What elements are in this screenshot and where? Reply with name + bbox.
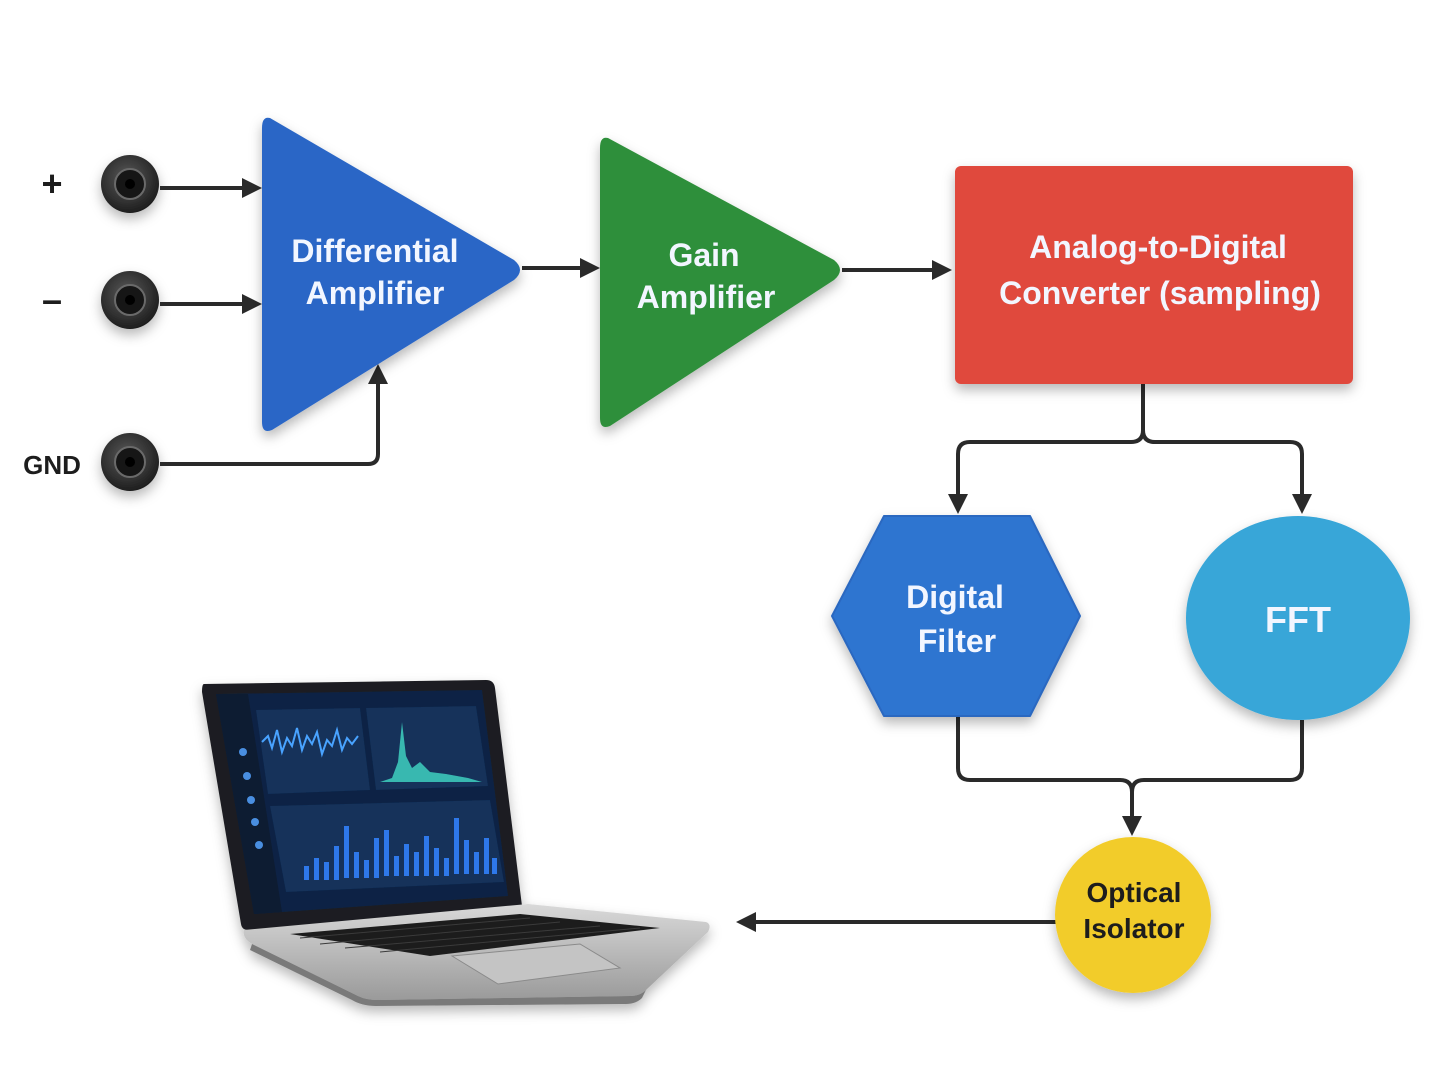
- gain-amplifier-triangle: [600, 137, 840, 427]
- wire-adc-to-fft: [1141, 429, 1312, 514]
- wire-adc-to-filter: [948, 384, 1145, 514]
- optical-isolator-label-line1: Optical: [1087, 877, 1182, 908]
- fft-ellipse: [1186, 516, 1410, 720]
- dashboard-nav-dot-icon: [239, 748, 247, 756]
- wire-fft-to-isolator: [1130, 720, 1304, 793]
- differential-amplifier-label-line1: Differential: [291, 233, 458, 269]
- adc-label-line2: Converter (sampling): [999, 275, 1321, 311]
- ground-jack-icon: [101, 433, 159, 491]
- laptop-icon: [202, 680, 710, 1006]
- dashboard-nav-dot-icon: [247, 796, 255, 804]
- optical-isolator-label-line2: Isolator: [1083, 913, 1184, 944]
- dashboard-spectrum-area: [380, 722, 482, 782]
- dashboard-nav-dot-icon: [255, 841, 263, 849]
- digital-filter-label-line2: Filter: [918, 623, 996, 659]
- gain-amplifier-label-line2: Amplifier: [637, 279, 776, 315]
- dashboard-nav-dot-icon: [251, 818, 259, 826]
- adc-label-line1: Analog-to-Digital: [1029, 229, 1287, 265]
- fft-label: FFT: [1265, 599, 1331, 640]
- ground-input-label: GND: [23, 450, 81, 480]
- dashboard-panel-waveform: [256, 708, 370, 794]
- differential-amplifier-block: Differential Amplifier: [262, 117, 520, 431]
- minus-jack-icon: [101, 271, 159, 329]
- laptop-base-edge: [250, 944, 646, 1006]
- gain-amplifier-label-line1: Gain: [668, 237, 739, 273]
- wire-filter-to-isolator: [956, 716, 1142, 836]
- adc-rectangle: [955, 166, 1353, 384]
- laptop-screen-sidebar: [216, 694, 282, 914]
- plus-input-label: +: [41, 163, 62, 204]
- minus-input-label: –: [42, 279, 62, 320]
- optical-isolator-block: Optical Isolator: [1055, 837, 1211, 993]
- laptop-trackpad: [450, 943, 622, 985]
- laptop-keyboard-keys: [299, 917, 641, 953]
- laptop-keyboard: [290, 914, 660, 956]
- adc-block: Analog-to-Digital Converter (sampling): [955, 166, 1353, 384]
- differential-amplifier-triangle: [262, 117, 520, 431]
- fft-block: FFT: [1186, 516, 1410, 720]
- dashboard-waveform-line: [261, 726, 359, 758]
- digital-filter-block: Digital Filter: [831, 515, 1081, 717]
- digital-filter-hexagon: [831, 515, 1081, 717]
- wire-ground-to-diff-amp: [160, 364, 388, 466]
- optical-isolator-circle: [1055, 837, 1211, 993]
- plus-jack-icon: [101, 155, 159, 213]
- differential-amplifier-label-line2: Amplifier: [306, 275, 445, 311]
- digital-filter-label-line1: Digital: [906, 579, 1004, 615]
- dashboard-nav-dot-icon: [243, 772, 251, 780]
- gain-amplifier-block: Gain Amplifier: [600, 137, 840, 427]
- dashboard-bars: [304, 818, 497, 880]
